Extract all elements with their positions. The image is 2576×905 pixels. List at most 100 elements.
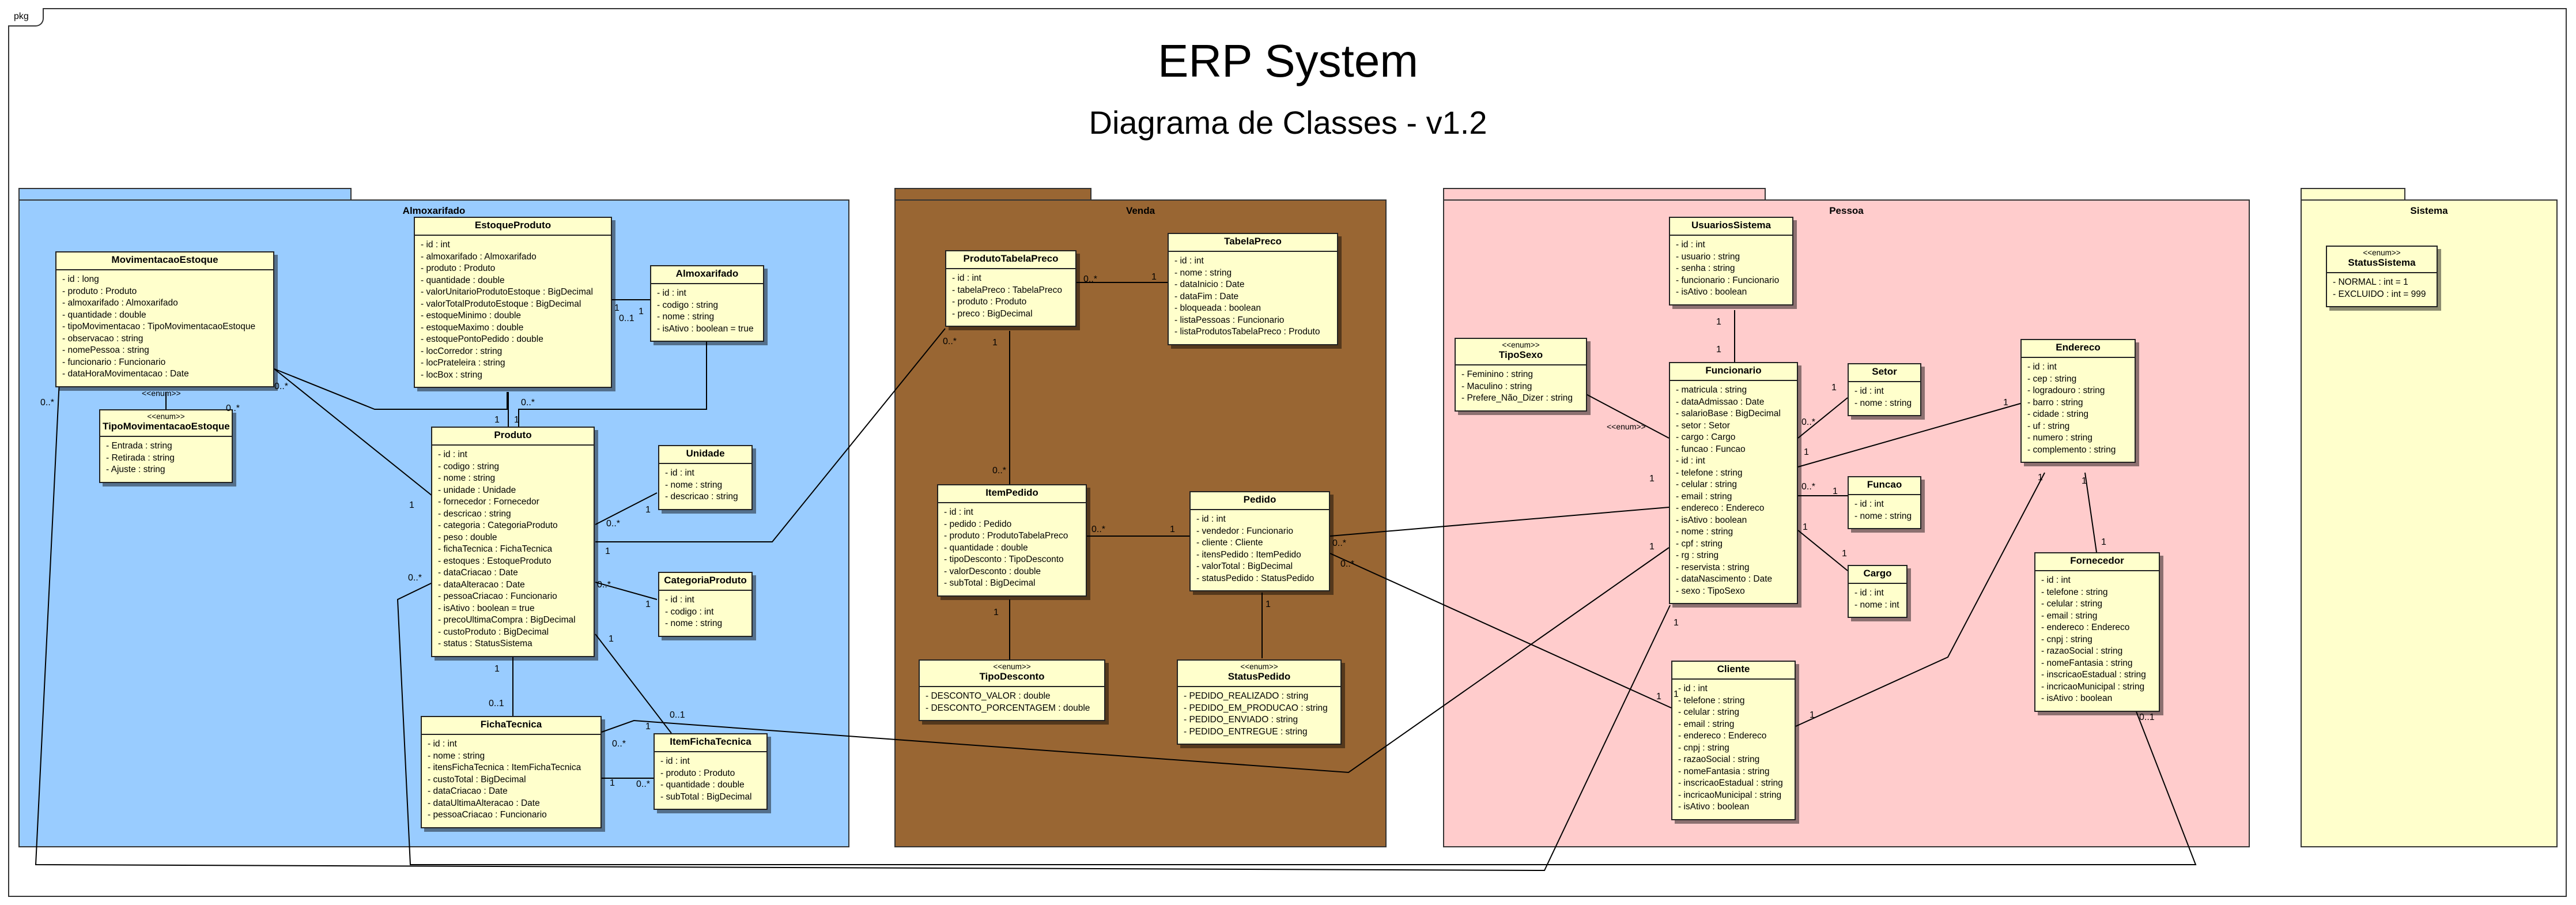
multiplicity-label: 1	[639, 307, 644, 316]
class-produto-tabela-preco[interactable]: ProdutoTabelaPreco - id : int - tabelaPr…	[945, 250, 1077, 327]
class-cargo[interactable]: Cargo - id : int - nome : int	[1848, 565, 1908, 618]
class-attributes: - id : int - telefone : string - celular…	[1672, 680, 1795, 819]
class-produto[interactable]: Produto - id : int - codigo : string - n…	[431, 427, 595, 657]
attribute: - PEDIDO_ENVIADO : string	[1184, 715, 1298, 725]
class-pedido[interactable]: Pedido - id : int - vendedor : Funcionar…	[1189, 491, 1330, 591]
attribute: - nomeFantasia : string	[1678, 766, 1770, 776]
class-movimentacao-estoque[interactable]: MovimentacaoEstoque - id : long - produt…	[55, 251, 274, 387]
class-tabela-preco[interactable]: TabelaPreco - id : int - nome : string -…	[1168, 233, 1338, 345]
attribute: - custoTotal : BigDecimal	[428, 774, 526, 785]
class-funcionario[interactable]: Funcionario - matricula : string - dataA…	[1669, 362, 1798, 604]
class-almoxarifado[interactable]: Almoxarifado - id : int - codigo : strin…	[650, 265, 764, 342]
attribute: - valorTotalProdutoEstoque : BigDecimal	[421, 299, 581, 309]
multiplicity-label: 1	[1649, 474, 1655, 484]
multiplicity-label: 1	[1810, 710, 1815, 720]
attribute: - email : string	[2041, 610, 2098, 621]
class-fornecedor[interactable]: Fornecedor - id : int - telefone : strin…	[2034, 552, 2160, 712]
class-status-pedido[interactable]: <<enum>>StatusPedido - PEDIDO_REALIZADO …	[1177, 659, 1342, 745]
class-name: TabelaPreco	[1224, 236, 1282, 247]
class-name: TipoDesconto	[979, 671, 1045, 682]
edge-pedido-funcionario	[1329, 507, 1670, 537]
class-setor[interactable]: Setor - id : int - nome : string	[1848, 363, 1921, 416]
class-attributes: - id : int - codigo : int - nome : strin…	[659, 591, 751, 636]
multiplicity-label: 0..*	[1340, 559, 1355, 569]
multiplicity-label: 1	[409, 500, 414, 510]
multiplicity-label: 1	[1151, 272, 1157, 282]
attribute: - descricao : string	[665, 492, 738, 501]
edge-produto-itemficha	[595, 634, 672, 734]
attribute: - EXCLUIDO : int = 999	[2333, 289, 2426, 299]
class-cliente[interactable]: Cliente - id : int - telefone : string -…	[1671, 661, 1796, 820]
attribute: - nome : string	[438, 473, 496, 483]
edge-endereco-cliente	[1795, 472, 2045, 727]
attribute: - incricaoMunicipal : string	[1678, 790, 1782, 800]
attribute: - id : int	[1678, 684, 1708, 693]
multiplicity-label: 0..*	[606, 519, 621, 529]
package-pessoa[interactable]: Pessoa	[1443, 199, 2250, 847]
multiplicity-label: 1	[514, 415, 519, 425]
class-header: Setor	[1849, 364, 1920, 382]
edge-movimentacao-estoqueproduto	[274, 368, 508, 410]
attribute: - pessoaCriacao : Funcionario	[428, 810, 547, 820]
class-header: MovimentacaoEstoque	[56, 252, 273, 270]
class-name: Funcao	[1867, 479, 1902, 490]
attribute: - codigo : int	[665, 606, 714, 617]
multiplicity-label: 0..*	[521, 398, 535, 408]
class-status-sistema[interactable]: <<enum>>StatusSistema - NORMAL : int = 1…	[2326, 246, 2438, 307]
class-categoria-produto[interactable]: CategoriaProduto - id : int - codigo : i…	[658, 572, 753, 637]
class-tipo-movimentacao-estoque[interactable]: <<enum>>TipoMovimentacaoEstoque - Entrad…	[99, 409, 233, 483]
attribute: - produto : Produto	[421, 263, 496, 273]
class-tipo-sexo[interactable]: <<enum>>TipoSexo - Feminino : string - M…	[1455, 338, 1587, 412]
attribute: - codigo : string	[438, 461, 499, 472]
multiplicity-label: 0..1	[489, 699, 504, 708]
attribute: - nome : string	[657, 312, 715, 322]
class-name: Setor	[1872, 366, 1897, 377]
attribute: - almoxarifado : Almoxarifado	[62, 298, 178, 308]
class-attributes: - id : int - nome : string	[1849, 382, 1920, 415]
package-sistema[interactable]: Sistema	[2301, 199, 2558, 847]
attribute: - peso : double	[438, 532, 497, 542]
class-item-ficha-tecnica[interactable]: ItemFichaTecnica - id : int - produto : …	[654, 733, 768, 810]
attribute: - nome : string	[665, 480, 723, 490]
attribute: - observacao : string	[62, 333, 143, 344]
attribute: - id : int	[944, 507, 973, 517]
attribute: - senha : string	[1676, 263, 1735, 273]
multiplicity-label: 1	[645, 505, 651, 515]
attribute: - id : int	[1854, 588, 1884, 598]
class-endereco[interactable]: Endereco - id : int - cep : string - log…	[2020, 339, 2136, 463]
attribute: - isAtivo : boolean	[1676, 287, 1747, 297]
attribute: - itensPedido : ItemPedido	[1196, 549, 1301, 560]
multiplicity-label: 1	[994, 608, 999, 617]
class-unidade[interactable]: Unidade - id : int - nome : string - des…	[658, 445, 753, 510]
multiplicity-label: 0..*	[1083, 274, 1098, 284]
multiplicity-label: 1	[1833, 487, 1838, 496]
class-name: CategoriaProduto	[664, 575, 747, 586]
multiplicity-label: 0..*	[597, 580, 611, 590]
attribute: - listaProdutosTabelaPreco : Produto	[1174, 327, 1320, 337]
class-item-pedido[interactable]: ItemPedido - id : int - pedido : Pedido …	[937, 484, 1087, 597]
attribute: - cargo : Cargo	[1676, 432, 1736, 442]
multiplicity-label: 1	[2003, 398, 2008, 408]
class-funcao[interactable]: Funcao - id : int - nome : string	[1848, 476, 1921, 529]
class-estoque-produto[interactable]: EstoqueProduto - id : int - almoxarifado…	[414, 217, 612, 388]
attribute: - fichaTecnica : FichaTecnica	[438, 544, 553, 554]
class-usuarios-sistema[interactable]: UsuariosSistema - id : int - usuario : s…	[1669, 217, 1793, 306]
package-sistema-tab	[2301, 188, 2405, 201]
class-tipo-desconto[interactable]: <<enum>>TipoDesconto - DESCONTO_VALOR : …	[919, 659, 1105, 721]
attribute: - id : int	[665, 468, 694, 478]
attribute: - Ajuste : string	[106, 465, 165, 474]
edge-funcionario-cargo	[1797, 530, 1848, 571]
attribute: - funcionario : Funcionario	[1676, 275, 1780, 285]
attribute: - logradouro : string	[2027, 386, 2105, 395]
class-ficha-tecnica[interactable]: FichaTecnica - id : int - nome : string …	[421, 716, 602, 828]
attribute: - Prefere_Não_Dizer : string	[1461, 393, 1573, 403]
multiplicity-label: 1	[1831, 383, 1837, 393]
edge-movimentacao-produto	[274, 368, 433, 496]
attribute: - email : string	[1678, 719, 1735, 729]
attribute: - telefone : string	[2041, 587, 2108, 597]
attribute: - inscricaoEstadual : string	[1678, 778, 1783, 788]
class-name: Endereco	[2056, 342, 2101, 353]
attribute: - celular : string	[1678, 707, 1739, 717]
attribute: - locCorredor : string	[421, 346, 503, 356]
